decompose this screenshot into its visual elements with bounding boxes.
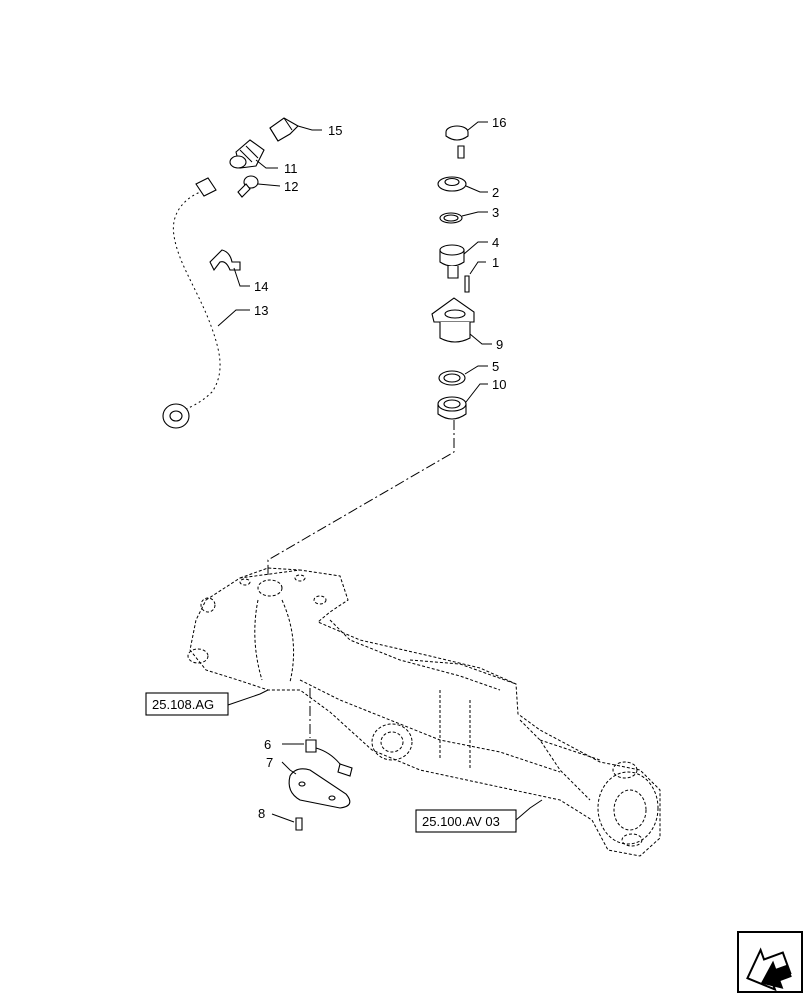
callout-6: 6: [264, 737, 271, 752]
reference-box-25-108-ag[interactable]: 25.108.AG: [145, 692, 229, 716]
part-5-seal[interactable]: [438, 370, 466, 386]
part-1-screw[interactable]: [464, 275, 470, 293]
part-6-sensor[interactable]: [305, 739, 353, 777]
callout-9: 9: [496, 337, 503, 352]
part-16-cap[interactable]: [445, 125, 469, 141]
callout-2: 2: [492, 185, 499, 200]
callout-12: 12: [284, 179, 298, 194]
callout-7: 7: [266, 755, 273, 770]
callout-16: 16: [492, 115, 506, 130]
callout-13: 13: [254, 303, 268, 318]
part-3-oring[interactable]: [439, 212, 463, 224]
callout-3: 3: [492, 205, 499, 220]
callout-10: 10: [492, 377, 506, 392]
callout-1: 1: [492, 255, 499, 270]
part-4-bushing[interactable]: [439, 244, 465, 279]
callout-11: 11: [284, 161, 298, 176]
part-9-housing[interactable]: [431, 297, 475, 343]
callout-8: 8: [258, 806, 265, 821]
part-2-cover[interactable]: [437, 176, 467, 192]
callout-15: 15: [328, 123, 342, 138]
reference-label-25-108-ag: 25.108.AG: [152, 697, 214, 712]
leader-lines: [217, 121, 543, 823]
reference-box-25-100-av-03[interactable]: 25.100.AV 03: [415, 809, 517, 833]
assembly-centerline: [267, 420, 455, 575]
part-12-bolt[interactable]: [237, 175, 259, 198]
axle-housing: [187, 567, 661, 857]
callout-14: 14: [254, 279, 268, 294]
callout-4: 4: [492, 235, 499, 250]
part-13-hose[interactable]: [162, 177, 224, 429]
part-11-fitting[interactable]: [229, 139, 265, 169]
part-7-plate[interactable]: [288, 768, 351, 809]
reference-label-25-100-av-03: 25.100.AV 03: [422, 814, 500, 829]
arrow-return-icon[interactable]: [737, 931, 803, 997]
part-14-clip[interactable]: [209, 249, 241, 272]
part-15-sleeve[interactable]: [269, 117, 299, 142]
callout-5: 5: [492, 359, 499, 374]
part-10-bearing[interactable]: [437, 396, 467, 420]
part-8-screw[interactable]: [295, 817, 303, 831]
grease-nipple: [457, 145, 465, 159]
